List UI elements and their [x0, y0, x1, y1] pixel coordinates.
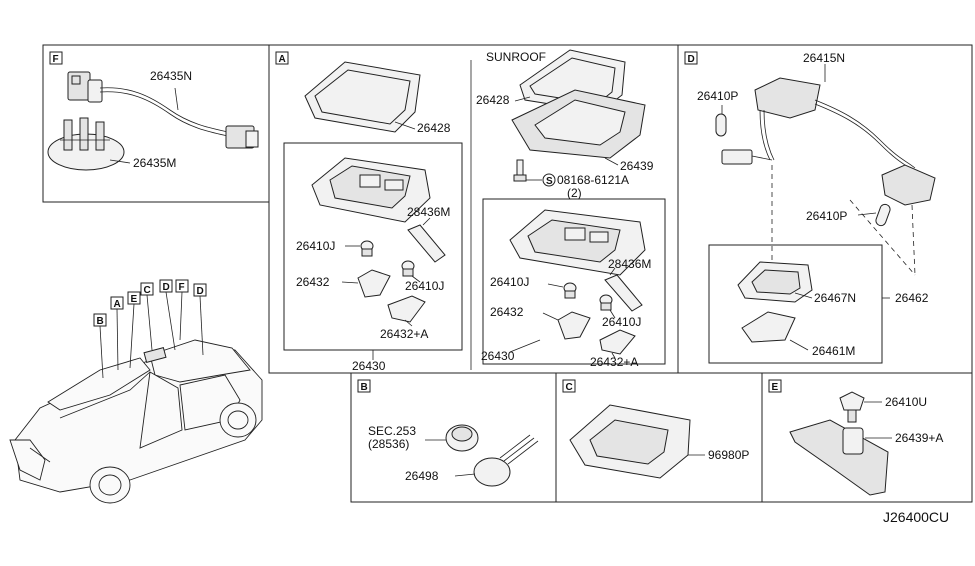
label-a-26410j-1: 26410J — [296, 239, 335, 253]
part-bulb-26410j-2 — [401, 260, 415, 277]
tag-d: D — [684, 51, 698, 65]
label-d-26415n: 26415N — [803, 51, 845, 65]
car-callout-d-1: D — [159, 279, 173, 293]
label-a-26432: 26432 — [296, 275, 330, 289]
part-bulb-26410p-1 — [715, 113, 727, 137]
part-lens-26461m — [741, 311, 796, 343]
svg-text:B: B — [361, 382, 368, 393]
svg-text:F: F — [179, 282, 185, 293]
part-lens-26432 — [357, 269, 391, 298]
label-e-26410u: 26410U — [885, 395, 927, 409]
label-d-26461m: 26461M — [812, 344, 855, 358]
part-sunroof-lamp-housing — [509, 209, 646, 276]
part-trim-96980p — [569, 404, 691, 479]
label-26435m: 26435M — [133, 156, 176, 170]
tag-e: E — [768, 379, 782, 393]
diagram-id: J26400CU — [883, 509, 949, 525]
label-a-26432a: 26432+A — [380, 327, 428, 341]
car-callout-f: F — [175, 279, 189, 293]
part-clip-26410u — [839, 391, 865, 423]
part-sr-bulb-1 — [563, 282, 577, 299]
car-callout-a: A — [110, 296, 124, 310]
svg-text:C: C — [566, 382, 573, 393]
part-bracket-26439a — [789, 419, 889, 496]
part-gasket-26428 — [304, 61, 421, 133]
svg-text:A: A — [114, 299, 121, 310]
tag-b: B — [357, 379, 371, 393]
label-sr-28436m: 28436M — [608, 257, 651, 271]
svg-text:E: E — [772, 382, 779, 393]
sunroof-inner-box — [482, 198, 666, 365]
label-d-26410p-2: 26410P — [806, 209, 847, 223]
label-sr-26439: 26439 — [620, 159, 654, 173]
label-d-26410p-1: 26410P — [697, 89, 738, 103]
label-e-26439a: 26439+A — [895, 431, 943, 445]
car-callout-d-2: D — [193, 283, 207, 297]
svg-text:D: D — [197, 286, 204, 297]
part-sr-switch — [604, 274, 643, 312]
svg-text:C: C — [144, 285, 151, 296]
label-sr-26410j-2: 26410J — [602, 315, 641, 329]
part-lamp-housing-a — [311, 157, 431, 223]
screw-symbol: S — [542, 173, 556, 187]
car-callout-c: C — [140, 282, 154, 296]
label-d-26467n: 26467N — [814, 291, 856, 305]
part-bulb-26410p-2 — [875, 203, 891, 227]
part-bulb-26410j-1 — [360, 240, 374, 257]
svg-text:B: B — [97, 316, 104, 327]
label-a-28436m: 28436M — [407, 205, 450, 219]
part-screw — [513, 159, 527, 182]
label-b-26498: 26498 — [405, 469, 439, 483]
part-socket-26498 — [473, 434, 539, 487]
section-d-inner-box — [708, 244, 883, 364]
car-illustration — [9, 339, 263, 504]
label-26435n: 26435N — [150, 69, 192, 83]
label-b-sec: SEC.253 — [368, 424, 416, 438]
part-bracket-26435m — [47, 117, 125, 171]
label-sr-08168: 08168-6121A — [557, 173, 629, 187]
label-sr-26432a: 26432+A — [590, 355, 638, 369]
car-callout-b: B — [93, 313, 107, 327]
label-c-96980p: 96980P — [708, 448, 749, 462]
label-a-26410j-2: 26410J — [405, 279, 444, 293]
part-sr-lens-26432a — [599, 329, 636, 355]
label-d-26462: 26462 — [895, 291, 929, 305]
label-sr-26410j-1: 26410J — [490, 275, 529, 289]
svg-text:S: S — [546, 176, 553, 187]
part-sr-bulb-2 — [599, 294, 613, 311]
part-switch-connector — [67, 71, 259, 149]
tag-f: F — [49, 51, 63, 65]
svg-text:A: A — [279, 54, 286, 65]
label-sr-qty: (2) — [567, 186, 582, 200]
svg-text:D: D — [163, 282, 170, 293]
label-sr-26432: 26432 — [490, 305, 524, 319]
svg-text:E: E — [131, 294, 138, 305]
part-sr-lens-26432 — [557, 311, 591, 340]
part-lens-26432a — [387, 295, 426, 323]
label-b-sec-ref: (28536) — [368, 437, 409, 451]
svg-text:F: F — [53, 54, 59, 65]
car-callout-e: E — [127, 291, 141, 305]
part-switch-28436m — [407, 217, 446, 263]
section-e-frame — [761, 372, 973, 503]
tag-a: A — [275, 51, 289, 65]
label-sr-26430: 26430 — [481, 349, 515, 363]
part-sensor-28536 — [445, 424, 479, 452]
tag-c: C — [562, 379, 576, 393]
part-harness-26415n — [721, 77, 936, 206]
sunroof-title: SUNROOF — [486, 50, 546, 64]
label-a-26430: 26430 — [352, 359, 386, 373]
label-a-26428: 26428 — [417, 121, 451, 135]
part-lamp-26467n — [737, 261, 813, 303]
part-sunroof-bracket-26439 — [511, 89, 646, 159]
svg-text:D: D — [688, 54, 695, 65]
label-sr-26428: 26428 — [476, 93, 510, 107]
